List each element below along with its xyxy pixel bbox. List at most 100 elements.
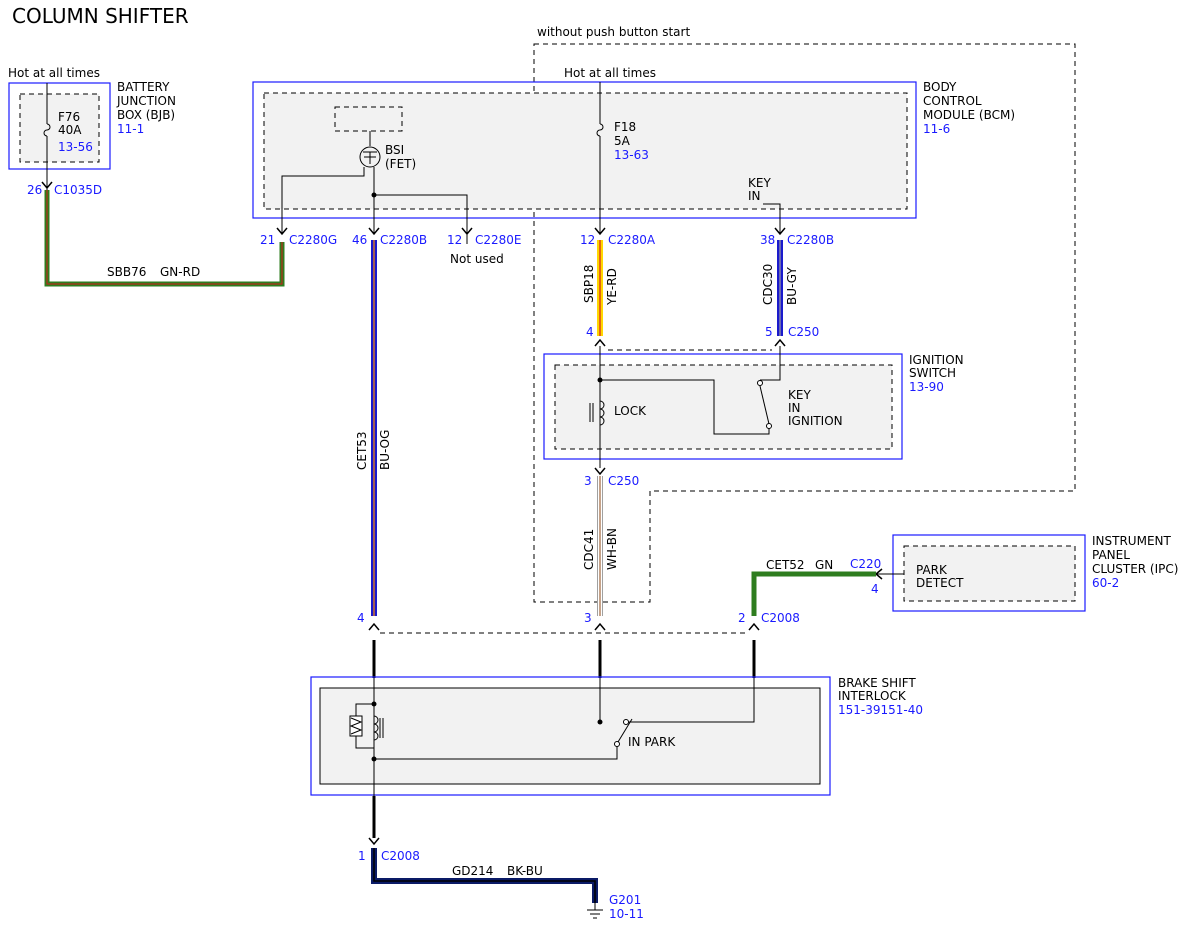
f18-name: F18 [614,120,636,134]
bsi-park-detect-wire [628,678,755,723]
in-park-switch-blade-icon [617,718,633,743]
key-in-wire [763,203,781,234]
park-detect-label-2: DETECT [916,576,964,590]
c2280g-connector-icon [276,227,288,236]
f76-rating: 40A [58,123,82,137]
bjb-inner [19,93,100,163]
wire-cdc30-circuit: CDC30 [761,264,775,305]
bjb-ref: 11-1 [117,122,144,136]
c250-pin3-label: 3 [584,474,592,488]
c2280a-connector-icon [594,227,606,236]
wire-cdc41-color: WH-BN [605,528,619,570]
c2280b2-connector-icon [774,227,786,236]
c2280a-name: C2280A [608,233,656,247]
bsi-resistor-zigzag [349,717,363,735]
bjb-name-3: BOX (BJB) [117,108,175,122]
bsi-diode-loop-wire [355,703,374,749]
c2008-pin4-label: 4 [357,611,365,625]
wire-gd214-stripe [373,848,596,903]
bsi-fet-icon [359,146,381,168]
c2280a-pin: 12 [580,233,595,247]
c250-pin3-name: C250 [608,474,639,488]
c2280g-pin: 21 [260,233,275,247]
ipc-name-3: CLUSTER (IPC) [1092,562,1178,576]
lock-coil-icon [599,400,605,426]
ignition-switch-ref: 13-90 [909,380,944,394]
f18-ref: 13-63 [614,148,649,162]
wire-sbb76-color: GN-RD [160,265,200,279]
wire-cet52-circuit: CET52 [766,558,805,572]
c2008-pin1-name: C2008 [381,849,420,863]
bsi-park-switch-return-wire [374,744,618,760]
key-in-ignition-label-2: IN [788,401,801,415]
c1035d-connector-icon [41,181,53,190]
key-in-ignition-label-1: KEY [788,388,811,402]
c2008-pin2-connector-icon [748,622,760,631]
ipc-name-2: PANEL [1092,548,1130,562]
wire-cet52-color: GN [815,558,833,572]
ign-pin5-connector-icon [774,338,786,347]
f76-ref: 13-56 [58,140,93,154]
wire-gd214-circuit: GD214 [452,864,493,878]
ign-pin4-connector-icon [594,338,606,347]
not-used-label: Not used [450,252,504,266]
bjb-name-1: BATTERY [117,80,170,94]
region-label-without-push-button: without push button start [537,25,690,39]
f18-fuse-icon [596,123,604,137]
bsi-label: BSI [385,143,404,157]
c220-name: C220 [850,557,881,571]
push-button-region-outline [533,43,1076,603]
key-switch-blade-icon [759,385,770,425]
ipc-outline [892,534,1086,612]
c2008-pin1-connector-icon [368,837,380,846]
ign-key-feed-wire [760,346,781,381]
in-park-contact-bottom [614,741,620,747]
ignition-switch-name-1: IGNITION [909,353,964,367]
wire-cet53-color: BU-OG [378,430,392,470]
c1035d-name: C1035D [54,183,102,197]
c2280b-name: C2280B [380,233,427,247]
key-switch-return-wire [766,428,770,435]
key-in-ignition-label-3: IGNITION [788,414,843,428]
wire-cet52 [751,571,876,616]
key-switch-contact-bottom [766,423,772,429]
bsi-module-name-1: BRAKE SHIFT [838,676,916,690]
bsi-solenoid-coil-icon [373,715,379,741]
bcm-ref: 11-6 [923,122,950,136]
bsi-sub-label: (FET) [385,157,416,171]
c2280g-name: C2280G [289,233,337,247]
in-park-contact-top [623,719,629,725]
wire-cdc41-circuit: CDC41 [582,529,596,570]
wire-sbp18-circuit: SBP18 [582,265,596,303]
c2008-pin2-name: C2008 [761,611,800,625]
f18-rating: 5A [614,134,631,148]
diagram-title: COLUMN SHIFTER [12,4,189,28]
ignition-switch-inner [554,364,893,450]
c2008-pin1-label: 1 [358,849,366,863]
c2280b-connector-icon [368,227,380,236]
c2008-pin4-connector-icon [368,622,380,631]
bcm-inner [263,92,908,210]
wire-gd214-color: BK-BU [507,864,543,878]
c220-pin: 4 [871,582,879,596]
c2280b2-pin: 38 [760,233,775,247]
in-park-label: IN PARK [628,735,676,749]
bcm-hot-label: Hot at all times [564,66,656,80]
wire-sbb76-stripe [46,190,283,285]
bjb-hot-label: Hot at all times [8,66,100,80]
bjb-name-2: JUNCTION [116,94,176,108]
ign-lock-to-switch-wire [600,379,766,435]
c2280b2-name: C2280B [787,233,834,247]
ignition-switch-outline [543,353,903,460]
bcm-name-2: CONTROL [923,94,982,108]
ignition-switch-name-2: SWITCH [909,366,956,380]
bcm-key-in-label-2: IN [748,189,761,203]
bsi-to-c2280g-wire [281,167,365,234]
c2280e-pin: 12 [447,233,462,247]
bsi-to-c2280e-wire [374,194,468,234]
c250-top-name: C250 [788,325,819,339]
bcm-key-in-label-1: KEY [748,176,771,190]
lock-core-icon [589,403,594,422]
c2280b-pin: 46 [352,233,367,247]
